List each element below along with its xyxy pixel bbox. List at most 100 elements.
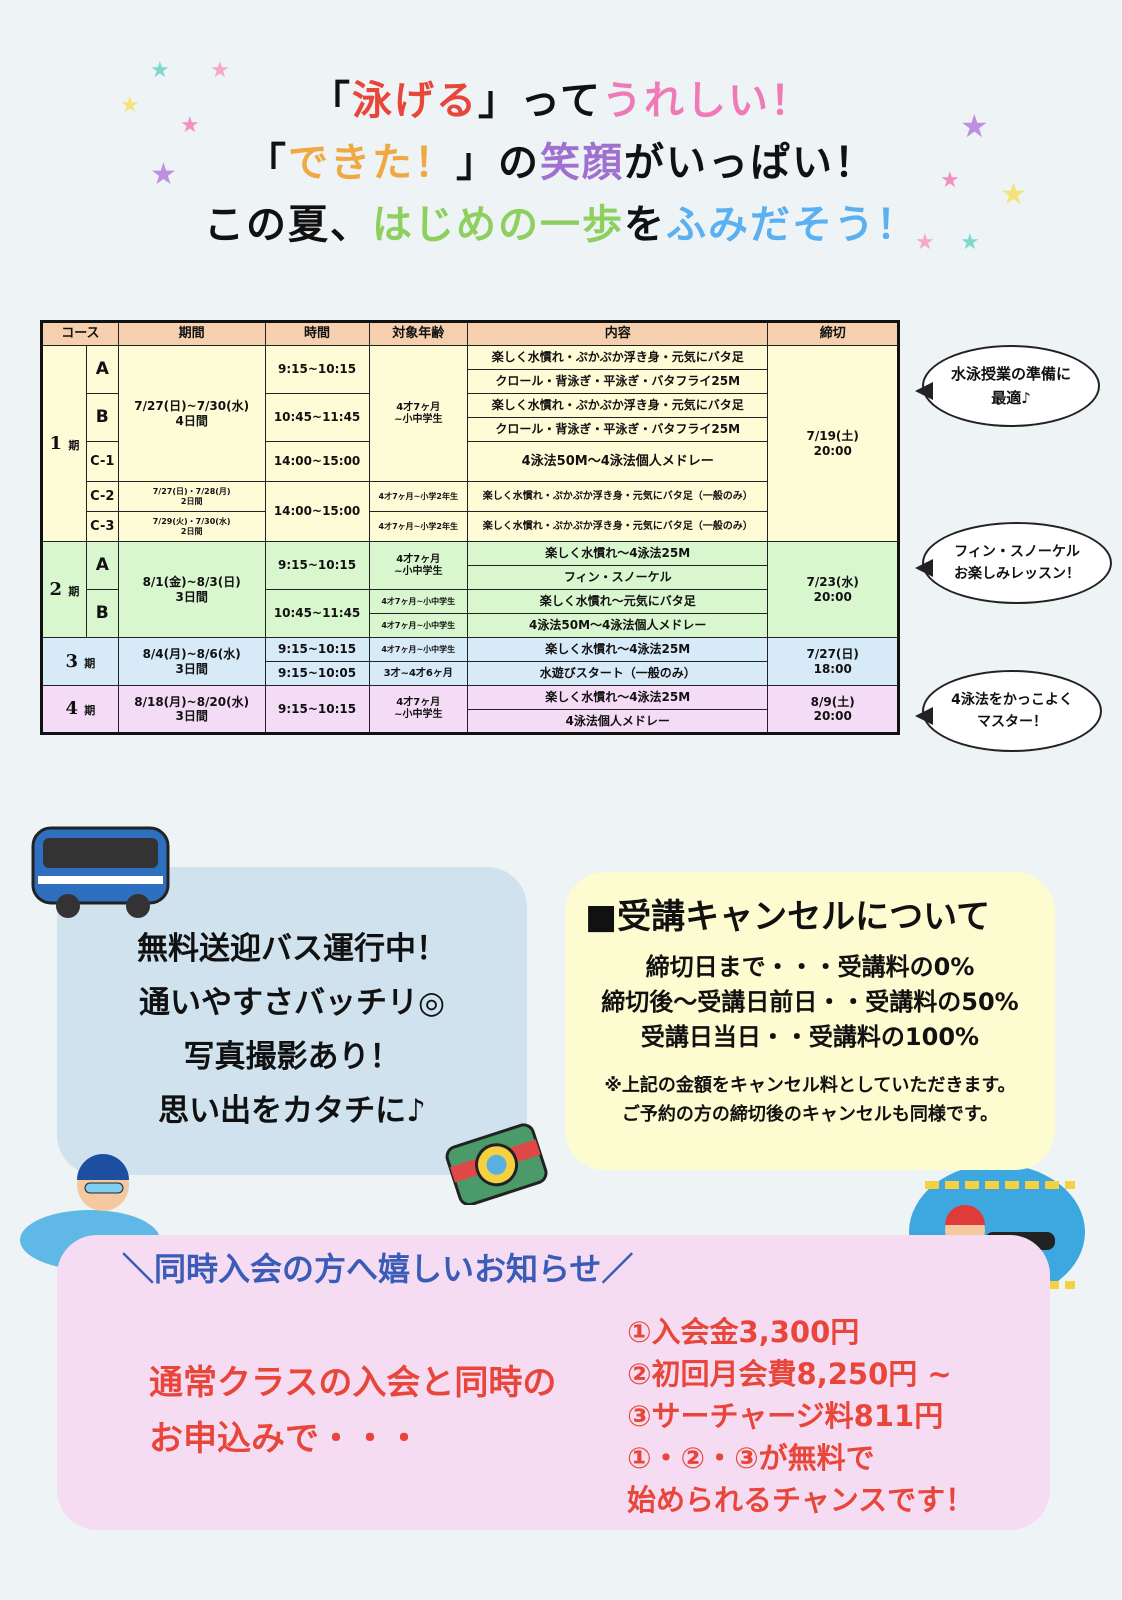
star-icon: ★ xyxy=(915,230,935,255)
cancel-rule: 受講日当日・・受講料の100% xyxy=(640,1023,980,1051)
speech-bubble: 水泳授業の準備に 最適♪ xyxy=(915,345,1100,427)
content: 楽しく水慣れ～元気にバタ足 xyxy=(467,589,769,614)
headline-segment: できた！ xyxy=(288,140,456,186)
bus-line: 通いやすさバッチリ◎ xyxy=(138,985,446,1021)
time: 14:00~15:00 xyxy=(264,441,370,482)
cancel-rule: 締切後～受講日前日・・受講料の50% xyxy=(601,988,1019,1016)
period-dates: 7/27(日)・7/28(月)2日間 xyxy=(117,481,266,512)
promo-item: ③サーチャージ料811円 xyxy=(627,1399,944,1433)
content: クロール・背泳ぎ・平泳ぎ・バタフライ25M xyxy=(467,369,769,394)
promo-item: ①・②・③が無料で xyxy=(627,1441,875,1475)
headline-segment: 「 xyxy=(310,78,352,124)
content: 4泳法個人メドレー xyxy=(467,709,769,734)
time: 9:15~10:15 xyxy=(264,685,370,734)
course-c1: C-1 xyxy=(85,441,119,482)
headline-line-2: 「できた！」の笑顔がいっぱい！ xyxy=(0,132,1122,194)
content: 4泳法50M～4泳法個人メドレー xyxy=(467,441,769,482)
headline-segment: 泳げる xyxy=(352,78,478,124)
star-icon: ★ xyxy=(940,168,960,193)
star-icon: ★ xyxy=(120,93,140,118)
content: 4泳法50M～4泳法個人メドレー xyxy=(467,613,769,638)
headline-segment: 」って xyxy=(478,78,602,124)
header-age: 対象年齢 xyxy=(368,321,469,346)
header-deadline: 締切 xyxy=(767,321,899,346)
content: 楽しく水慣れ・ぷかぷか浮き身・元気にバタ足 xyxy=(467,345,769,370)
period-label: 4 期 xyxy=(41,685,119,734)
headline-segment: を xyxy=(624,202,666,248)
star-icon: ★ xyxy=(210,58,230,83)
deadline: 7/19(土) 20:00 xyxy=(767,345,899,542)
headline-segment: ふみだそう！ xyxy=(666,202,918,248)
age: 4才7ヶ月~小中学生 xyxy=(368,589,469,614)
time: 9:15~10:05 xyxy=(264,661,370,686)
deadline: 8/9(土) 20:00 xyxy=(767,685,899,734)
course-a: A xyxy=(85,541,119,590)
age: 4才7ヶ月 ~小中学生 xyxy=(368,345,469,482)
promo-box: ＼同時入会の方へ嬉しいお知らせ／ 通常クラスの入会と同時の お申込みで・・・ ①… xyxy=(57,1235,1050,1530)
schedule-table: コース期間時間対象年齢内容締切 1 期 A 7/27(日)~7/30(水)4日間… xyxy=(40,320,900,735)
course-b: B xyxy=(85,393,119,442)
content: 楽しく水慣れ・ぷかぷか浮き身・元気にバタ足（一般のみ） xyxy=(467,511,769,542)
cancel-note: ※上記の金額をキャンセル料としていただきます。 xyxy=(604,1075,1016,1096)
content: 楽しく水慣れ・ぷかぷか浮き身・元気にバタ足（一般のみ） xyxy=(467,481,769,512)
header-period: 期間 xyxy=(117,321,266,346)
age: 4才7ヶ月 ~小中学生 xyxy=(368,541,469,590)
time: 9:15~10:15 xyxy=(264,541,370,590)
period-label: 1 期 xyxy=(41,345,87,542)
content: 楽しく水慣れ～4泳法25M xyxy=(467,541,769,566)
period-label: 3 期 xyxy=(41,637,119,686)
star-icon: ★ xyxy=(180,113,200,138)
time: 14:00~15:00 xyxy=(264,481,370,542)
time: 9:15~10:15 xyxy=(264,637,370,662)
course-a: A xyxy=(85,345,119,394)
headline: 「泳げる」ってうれしい！ 「できた！」の笑顔がいっぱい！ この夏、はじめの一歩を… xyxy=(0,70,1122,256)
time: 10:45~11:45 xyxy=(264,589,370,638)
star-icon: ★ xyxy=(1000,177,1027,212)
course-c2: C-2 xyxy=(85,481,119,512)
content: 楽しく水慣れ～4泳法25M xyxy=(467,685,769,710)
period-label: 2 期 xyxy=(41,541,87,638)
cancel-rule: 締切日まで・・・受講料の0% xyxy=(645,953,975,981)
header-course: コース xyxy=(41,321,119,346)
period-dates: 8/18(月)~8/20(水)3日間 xyxy=(117,685,266,734)
age: 4才7ヶ月~小学2年生 xyxy=(368,511,469,542)
headline-segment: がいっぱい！ xyxy=(624,140,876,186)
deadline: 7/27(日) 18:00 xyxy=(767,637,899,686)
content: 水遊びスタート（一般のみ） xyxy=(467,661,769,686)
headline-segment: はじめの一歩 xyxy=(372,202,624,248)
header-time: 時間 xyxy=(264,321,370,346)
star-icon: ★ xyxy=(150,58,170,83)
headline-segment: うれしい！ xyxy=(602,78,812,124)
bus-icon xyxy=(31,826,170,918)
photo-line: 写真撮影あり！ xyxy=(183,1039,401,1075)
age: 3才~4才6ヶ月 xyxy=(368,661,469,686)
age: 4才7ヶ月~小中学生 xyxy=(368,613,469,638)
content: 楽しく水慣れ～4泳法25M xyxy=(467,637,769,662)
header-content: 内容 xyxy=(467,321,769,346)
period-dates: 7/29(火)・7/30(水)2日間 xyxy=(117,511,266,542)
content: クロール・背泳ぎ・平泳ぎ・バタフライ25M xyxy=(467,417,769,442)
promo-lead: 通常クラスの入会と同時の xyxy=(149,1363,557,1403)
period-dates: 7/27(日)~7/30(水)4日間 xyxy=(117,345,266,482)
promo-item: ②初回月会費8,250円 ~ xyxy=(627,1357,952,1391)
age: 4才7ヶ月~小中学生 xyxy=(368,637,469,662)
cancel-policy-box: ■受講キャンセルについて 締切日まで・・・受講料の0% 締切後～受講日前日・・受… xyxy=(565,872,1055,1170)
period-dates: 8/4(月)~8/6(水)3日間 xyxy=(117,637,266,686)
headline-segment: 「 xyxy=(246,140,288,186)
deadline: 7/23(水) 20:00 xyxy=(767,541,899,638)
time: 10:45~11:45 xyxy=(264,393,370,442)
camera-icon xyxy=(445,1123,548,1205)
bus-info-box: 無料送迎バス運行中！ 通いやすさバッチリ◎ 写真撮影あり！ 思い出をカタチに♪ xyxy=(57,867,527,1175)
speech-bubble: フィン・スノーケル お楽しみレッスン！ xyxy=(915,522,1112,604)
bus-line: 無料送迎バス運行中！ xyxy=(137,931,447,967)
promo-item: 始められるチャンスです！ xyxy=(627,1483,975,1517)
age: 4才7ヶ月 ~小中学生 xyxy=(368,685,469,734)
star-icon: ★ xyxy=(150,157,177,192)
headline-line-1: 「泳げる」ってうれしい！ xyxy=(0,70,1122,132)
headline-segment: 笑顔 xyxy=(540,140,624,186)
speech-bubble: 4泳法をかっこよく マスター！ xyxy=(915,670,1102,752)
promo-item: ①入会金3,300円 xyxy=(627,1315,860,1349)
promo-title: ＼同時入会の方へ嬉しいお知らせ／ xyxy=(122,1250,634,1288)
content: 楽しく水慣れ・ぷかぷか浮き身・元気にバタ足 xyxy=(467,393,769,418)
star-icon: ★ xyxy=(960,107,989,145)
